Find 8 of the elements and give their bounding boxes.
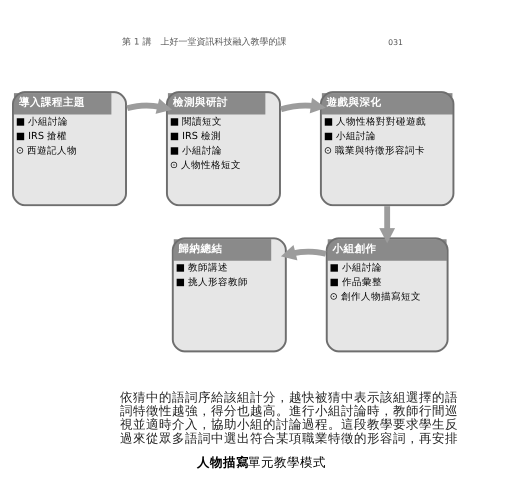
arrow [280, 98, 326, 114]
arrow [280, 245, 326, 260]
label: 031 [388, 38, 403, 47]
caption: 人物描寫單元教學模式 [197, 454, 326, 470]
arrow [379, 206, 396, 244]
label: 第 1 講 上好一堂資訊科技融入教學的課 [122, 38, 286, 48]
label: 依猜中的語詞序給該組計分，越快被猜中表示該組選擇的語詞特徵性越強，得分也越高。進行小組討論時，教師行間巡視並適時介入，協助小組的討論過程。這段教學要求學生反過來從眾多語詞中選出符合某項職業特徵的形容詞，再安排 [120, 389, 458, 446]
arrow [126, 98, 172, 114]
